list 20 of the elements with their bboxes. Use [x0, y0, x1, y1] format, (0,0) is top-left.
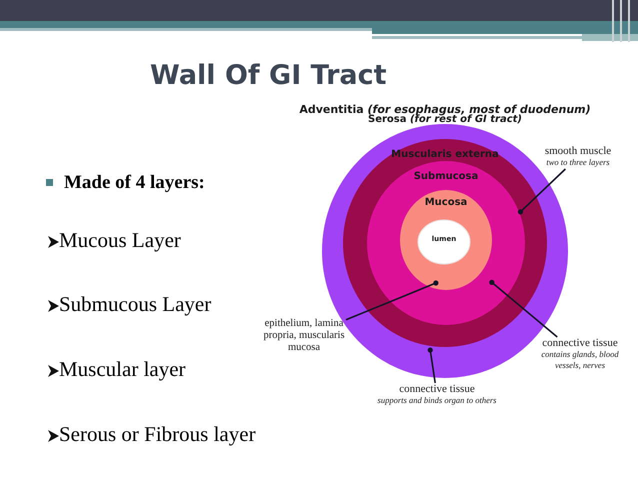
- layer-label: Mucosa: [424, 197, 468, 208]
- layer-label: Serosa (for rest of GI tract): [367, 114, 522, 125]
- list-item: Muscular layer: [59, 357, 186, 382]
- list-item: Made of 4 layers:: [64, 172, 205, 194]
- leader-line: [489, 280, 558, 338]
- annotation-label: connective tissue: [541, 337, 619, 349]
- annotation-label: epithelium, lamina propria, muscularis mucosa: [262, 318, 346, 354]
- annotation-label: smooth muscle: [544, 145, 612, 157]
- list-item: Submucous Layer: [59, 292, 212, 317]
- annotation-note: two to three layers: [545, 157, 611, 168]
- leader-line: [518, 168, 566, 214]
- annotation-note: supports and binds organ to others: [376, 395, 498, 406]
- leader-line: [346, 280, 438, 321]
- annotation-note: contains glands, blood vessels, nerves: [540, 349, 620, 371]
- layer-label: Muscularis externa: [390, 149, 500, 160]
- list-item: Serous or Fibrous layer: [59, 422, 256, 447]
- slide-title: Wall Of GI Tract: [150, 60, 387, 91]
- list-item: Mucous Layer: [59, 228, 181, 253]
- annotation-label: connective tissue: [398, 383, 476, 395]
- layer-label: Submucosa: [412, 171, 480, 182]
